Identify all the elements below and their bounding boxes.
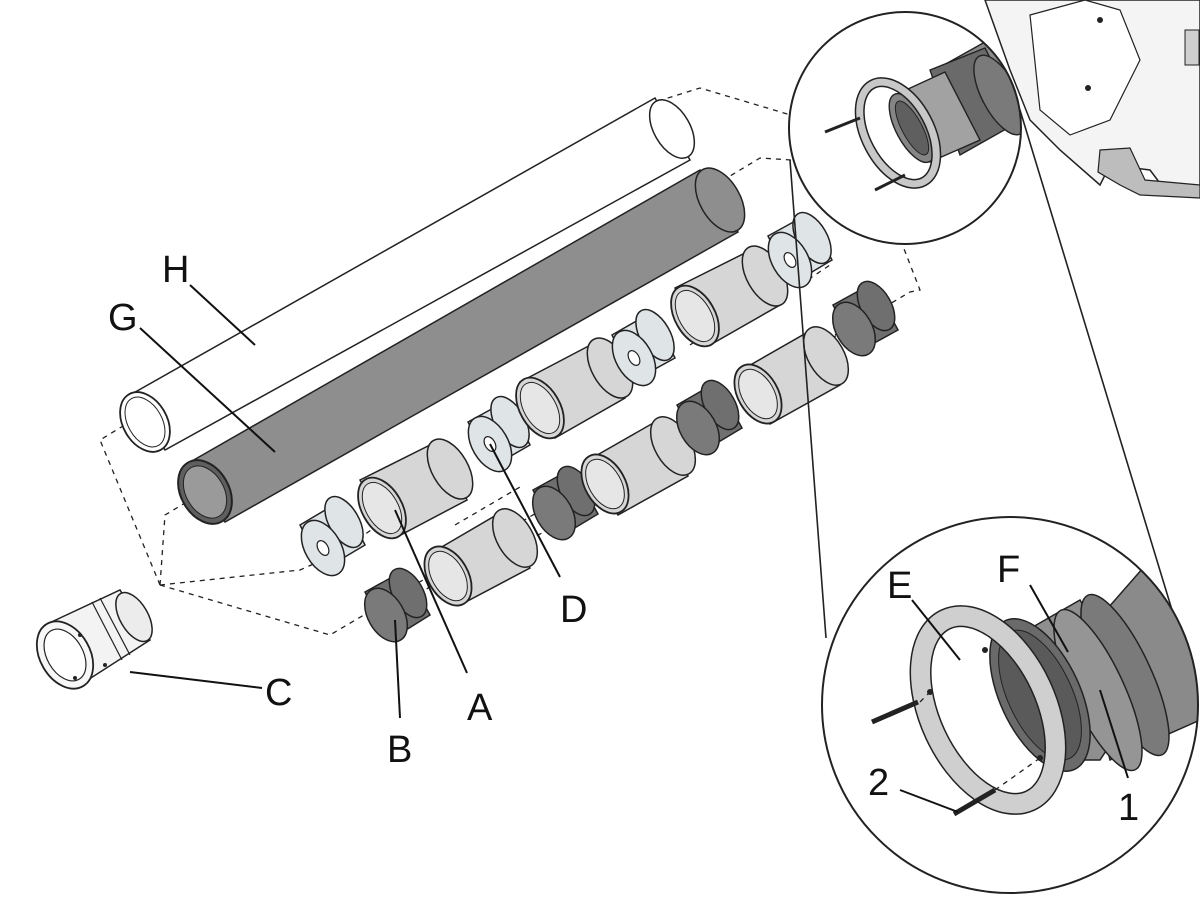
label-e: E [887, 565, 912, 607]
tube-g [177, 167, 746, 525]
detail-connector-right [1019, 109, 1173, 611]
sleeve-a-6 [733, 326, 850, 426]
label-2: 2 [868, 762, 889, 804]
washer-d-1 [299, 495, 366, 577]
detail-circle-bottom [821, 516, 1199, 894]
puck-b-3 [675, 379, 744, 456]
detail-connector-left [789, 159, 827, 639]
callout-labels: H G C B A D E F 1 2 [108, 249, 1139, 829]
label-g: G [108, 297, 138, 339]
sleeve-a-4 [423, 508, 539, 607]
puck-b-4 [831, 280, 900, 357]
label-b: B [387, 729, 412, 771]
label-h: H [162, 249, 189, 291]
detail-circle-top [788, 11, 1022, 245]
label-c: C [265, 672, 292, 714]
end-fitting-c [35, 589, 153, 690]
leader-lines [129, 284, 1129, 813]
label-f: F [997, 549, 1020, 591]
machine-housing [984, 0, 1200, 199]
puck-b-1 [363, 567, 432, 643]
label-1: 1 [1118, 787, 1139, 829]
sleeve-a-5 [580, 416, 697, 517]
washer-d-4 [767, 211, 833, 289]
sleeve-a-1 [357, 438, 474, 540]
label-a: A [467, 687, 493, 729]
puck-b-2 [531, 465, 600, 541]
washer-d-3 [611, 308, 676, 387]
tube-h [119, 96, 696, 453]
label-d: D [560, 589, 587, 631]
